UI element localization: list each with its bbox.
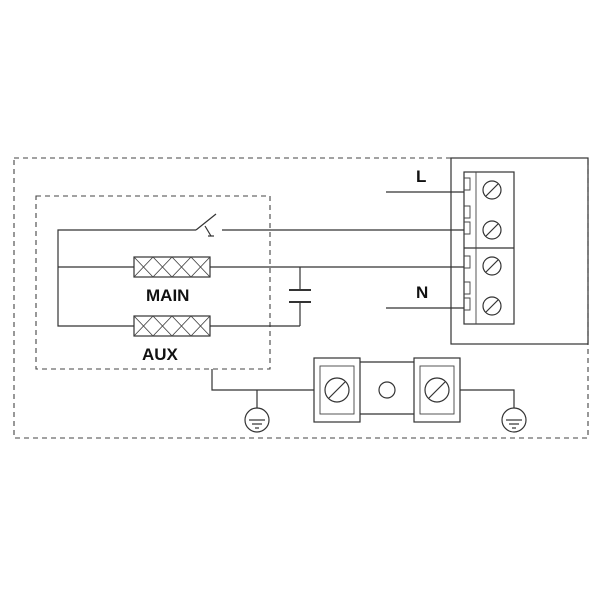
aux-winding-label: AUX: [142, 345, 179, 364]
aux-winding: [133, 315, 211, 337]
ground-terminal-strip: [313, 357, 461, 423]
mounting-hole: [378, 381, 396, 399]
capacitor-icon: [289, 289, 311, 303]
screw-terminal-icon: [424, 377, 450, 403]
screw-terminal-icon: [482, 296, 502, 316]
neutral-label: N: [416, 283, 428, 302]
screw-terminal-icon: [482, 180, 502, 200]
main-winding: [133, 256, 211, 278]
screw-terminal-icon: [324, 377, 350, 403]
ground-wire-left: [211, 369, 314, 408]
main-winding-label: MAIN: [146, 286, 189, 305]
left-bus-wire: [57, 229, 464, 327]
ground-icon: [244, 407, 270, 433]
thermal-switch-icon: [195, 213, 217, 237]
screw-terminal-icon: [482, 256, 502, 276]
screw-terminal-icon: [482, 220, 502, 240]
ground-wire-right: [460, 389, 515, 408]
motor-enclosure: [35, 195, 271, 370]
line-label: L: [416, 167, 426, 186]
terminal-block: [450, 157, 589, 345]
ground-icon: [501, 407, 527, 433]
